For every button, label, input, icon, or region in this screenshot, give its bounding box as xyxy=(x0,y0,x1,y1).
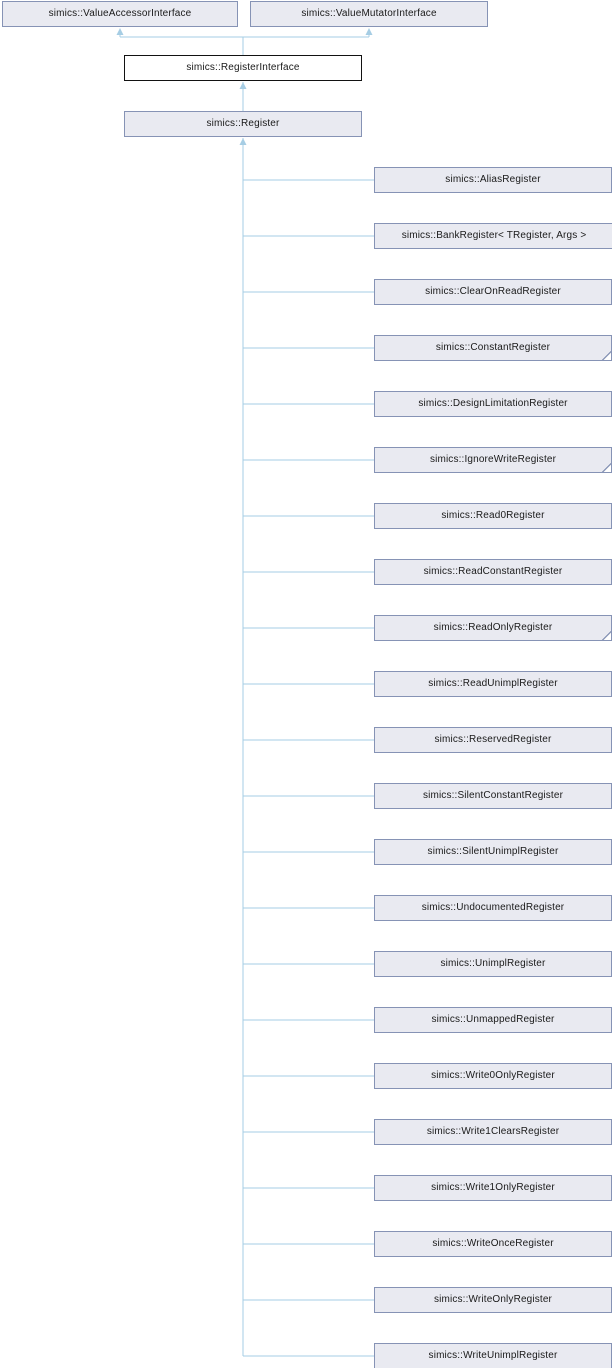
class-node-label: simics::UndocumentedRegister xyxy=(421,902,565,913)
class-node-write0onlyregister[interactable]: simics::Write0OnlyRegister xyxy=(374,1063,612,1089)
class-node-label: simics::AliasRegister xyxy=(445,174,541,185)
class-node-label: simics::ValueAccessorInterface xyxy=(48,8,192,19)
class-node-label: simics::ConstantRegister xyxy=(435,342,551,353)
class-node-readunimplregister[interactable]: simics::ReadUnimplRegister xyxy=(374,671,612,697)
class-node-readconstantregister[interactable]: simics::ReadConstantRegister xyxy=(374,559,612,585)
class-node-readonlyregister[interactable]: simics::ReadOnlyRegister xyxy=(374,615,612,641)
class-node-ignorewriteregister[interactable]: simics::IgnoreWriteRegister xyxy=(374,447,612,473)
class-node-label: simics::UnmappedRegister xyxy=(431,1014,555,1025)
class-node-label: simics::WriteOnceRegister xyxy=(432,1238,554,1249)
class-node-label: simics::ReadConstantRegister xyxy=(423,566,563,577)
inheritance-arrow-register xyxy=(239,138,247,145)
class-node-label: simics::SilentUnimplRegister xyxy=(427,846,559,857)
class-node-write1onlyregister[interactable]: simics::Write1OnlyRegister xyxy=(374,1175,612,1201)
inheritance-arrow-valueaccessor xyxy=(116,28,124,35)
class-node-reservedregister[interactable]: simics::ReservedRegister xyxy=(374,727,612,753)
corner-fold-icon xyxy=(602,463,611,472)
class-node-constantregister[interactable]: simics::ConstantRegister xyxy=(374,335,612,361)
class-node-aliasregister[interactable]: simics::AliasRegister xyxy=(374,167,612,193)
class-node-clearonreadregister[interactable]: simics::ClearOnReadRegister xyxy=(374,279,612,305)
class-node-label: simics::WriteUnimplRegister xyxy=(428,1350,558,1361)
class-node-designlimitationregister[interactable]: simics::DesignLimitationRegister xyxy=(374,391,612,417)
class-node-write1clearsregister[interactable]: simics::Write1ClearsRegister xyxy=(374,1119,612,1145)
class-node-registerinterface[interactable]: simics::RegisterInterface xyxy=(124,55,362,81)
class-node-unimplregister[interactable]: simics::UnimplRegister xyxy=(374,951,612,977)
class-node-label: simics::Register xyxy=(206,118,280,129)
class-node-unmappedregister[interactable]: simics::UnmappedRegister xyxy=(374,1007,612,1033)
class-node-label: simics::UnimplRegister xyxy=(440,958,546,969)
class-node-label: simics::RegisterInterface xyxy=(186,62,300,73)
class-node-label: simics::ClearOnReadRegister xyxy=(425,286,561,297)
class-node-label: simics::BankRegister< TRegister, Args > xyxy=(401,230,587,241)
class-node-label: simics::Write0OnlyRegister xyxy=(431,1070,555,1081)
class-node-bankregister-tregister-args[interactable]: simics::BankRegister< TRegister, Args > xyxy=(374,223,612,249)
class-node-writeunimplregister[interactable]: simics::WriteUnimplRegister xyxy=(374,1343,612,1368)
class-node-label: simics::Read0Register xyxy=(441,510,545,521)
class-node-silentunimplregister[interactable]: simics::SilentUnimplRegister xyxy=(374,839,612,865)
class-node-register[interactable]: simics::Register xyxy=(124,111,362,137)
class-node-valuemutatorinterface[interactable]: simics::ValueMutatorInterface xyxy=(250,1,488,27)
class-node-read0register[interactable]: simics::Read0Register xyxy=(374,503,612,529)
class-node-label: simics::Write1ClearsRegister xyxy=(426,1126,560,1137)
inheritance-arrow-valuemutator xyxy=(365,28,373,35)
class-node-label: simics::ReadUnimplRegister xyxy=(428,678,558,689)
class-node-label: simics::IgnoreWriteRegister xyxy=(429,454,557,465)
class-node-valueaccessorinterface[interactable]: simics::ValueAccessorInterface xyxy=(2,1,238,27)
class-node-label: simics::ReadOnlyRegister xyxy=(433,622,553,633)
class-node-writeonlyregister[interactable]: simics::WriteOnlyRegister xyxy=(374,1287,612,1313)
class-node-label: simics::DesignLimitationRegister xyxy=(418,398,568,409)
corner-fold-icon xyxy=(602,351,611,360)
class-node-label: simics::ReservedRegister xyxy=(434,734,552,745)
corner-fold-icon xyxy=(602,631,611,640)
class-node-label: simics::ValueMutatorInterface xyxy=(301,8,437,19)
class-node-silentconstantregister[interactable]: simics::SilentConstantRegister xyxy=(374,783,612,809)
class-node-label: simics::SilentConstantRegister xyxy=(422,790,564,801)
inheritance-arrow-registerinterface xyxy=(239,82,247,89)
class-node-undocumentedregister[interactable]: simics::UndocumentedRegister xyxy=(374,895,612,921)
class-node-writeonceregister[interactable]: simics::WriteOnceRegister xyxy=(374,1231,612,1257)
class-node-label: simics::WriteOnlyRegister xyxy=(433,1294,553,1305)
class-node-label: simics::Write1OnlyRegister xyxy=(431,1182,555,1193)
